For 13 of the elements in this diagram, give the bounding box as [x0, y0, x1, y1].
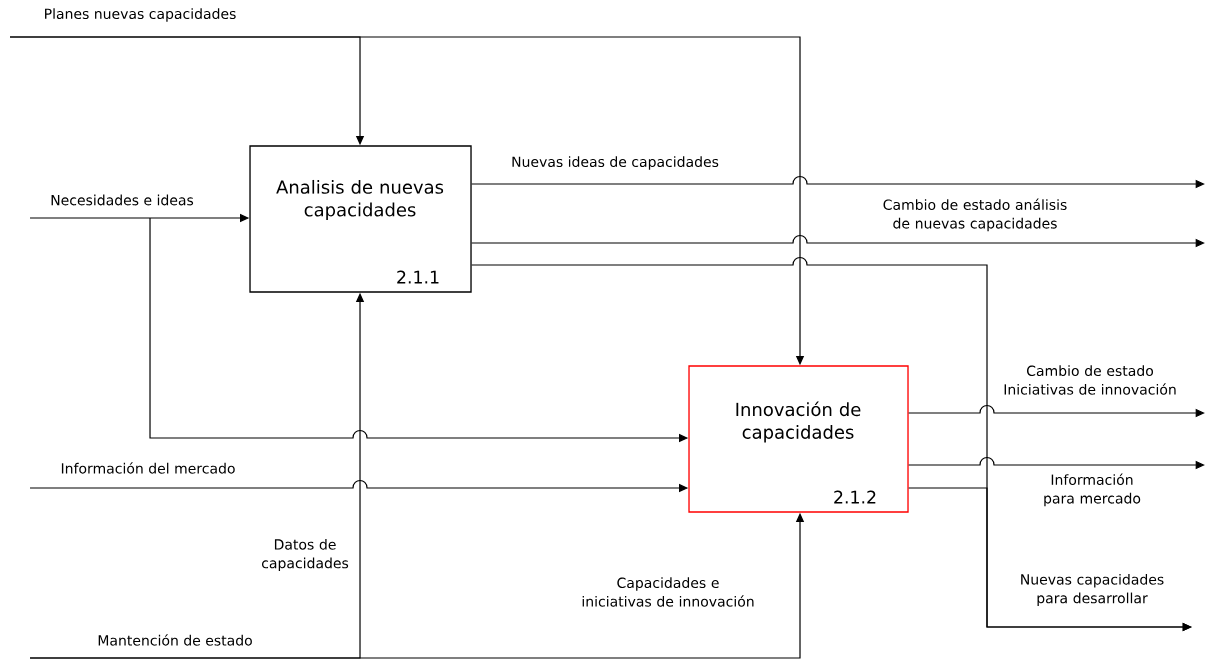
edge-label: Planes nuevas capacidades [45, 8, 236, 22]
edge-label: Nuevas ideas de capacidades [512, 156, 719, 170]
edge-label: Cambio de estado Iniciativas de innovación [1004, 365, 1176, 395]
process-box: Innovación de capacidades 2.1.2 [688, 365, 909, 513]
edge-label: Necesidades e ideas [51, 194, 194, 206]
edge-label: Nuevas capacidades para desarrollar [1021, 573, 1164, 607]
text-label: Mantención de estado [98, 634, 252, 646]
edge-label: Cambio de estado análisis de nuevas capacidades [883, 198, 1067, 232]
edge-label: Datos de capacidades [262, 538, 349, 572]
process-box: Analisis de nuevas capacidades 2.1.1 [249, 145, 472, 293]
edge-label: Información para mercado [1044, 473, 1141, 507]
edge-label: Información del mercado [61, 462, 235, 474]
edge-label: Capacidades e iniciativas de innovación [582, 577, 754, 607]
